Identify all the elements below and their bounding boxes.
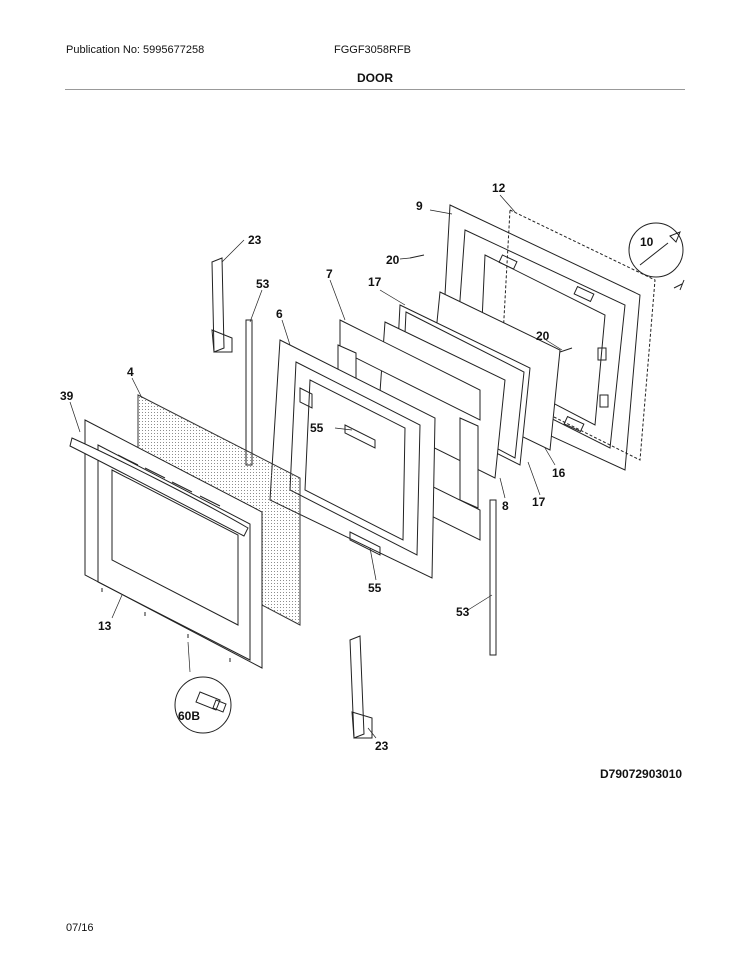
part-hinge-upper: [211, 257, 233, 353]
section-title: DOOR: [357, 71, 393, 85]
callout-9: 9: [416, 199, 423, 213]
callout-53-right: 53: [456, 605, 470, 619]
part-hinge-receiver-upper: [344, 424, 376, 449]
part-screw-detail-60b: [174, 676, 232, 734]
callout-17-upper: 17: [368, 275, 382, 289]
callout-12: 12: [492, 181, 506, 195]
callout-53-left: 53: [256, 277, 270, 291]
callout-55-lower: 55: [368, 581, 382, 595]
part-screw-bottom: [101, 588, 231, 662]
part-handle: [69, 437, 249, 537]
callout-17-lower: 17: [532, 495, 546, 509]
callout-10: 10: [640, 235, 654, 249]
part-hinge-lower: [349, 635, 373, 739]
part-side-trim-left: [245, 319, 253, 466]
part-screw-detail-10: [628, 222, 685, 291]
callout-23-upper: 23: [248, 233, 262, 247]
part-outer-door: [84, 419, 263, 669]
part-gasket: [499, 209, 656, 461]
callout-39: 39: [60, 389, 74, 403]
callout-55-upper: 55: [310, 421, 324, 435]
diagram-code: D79072903010: [600, 767, 683, 781]
callout-20-upper: 20: [386, 253, 400, 267]
part-side-trim-right: [489, 499, 497, 656]
part-door-frame: [269, 339, 436, 579]
callout-labels: 39 4 13 60B 23 23 53 53 6 55 55 7 17 17 …: [60, 181, 654, 753]
callout-23-lower: 23: [375, 739, 389, 753]
callout-13: 13: [98, 619, 112, 633]
callout-6: 6: [276, 307, 283, 321]
callout-4: 4: [127, 365, 134, 379]
callout-20-lower: 20: [536, 329, 550, 343]
leader-lines: [69, 194, 563, 739]
model-number: FGGF3058RFB: [334, 44, 412, 56]
callout-60b: 60B: [178, 709, 200, 723]
callout-7: 7: [326, 267, 333, 281]
callout-16: 16: [552, 466, 566, 480]
header-divider: [65, 89, 685, 90]
part-screw-20-lower: [559, 347, 573, 353]
part-screw-20-upper: [409, 254, 425, 259]
callout-8: 8: [502, 499, 509, 513]
publication-number: Publication No: 5995677258: [66, 44, 205, 56]
publication-date: 07/16: [66, 922, 94, 934]
part-hinge-receiver-lower: [349, 531, 381, 556]
